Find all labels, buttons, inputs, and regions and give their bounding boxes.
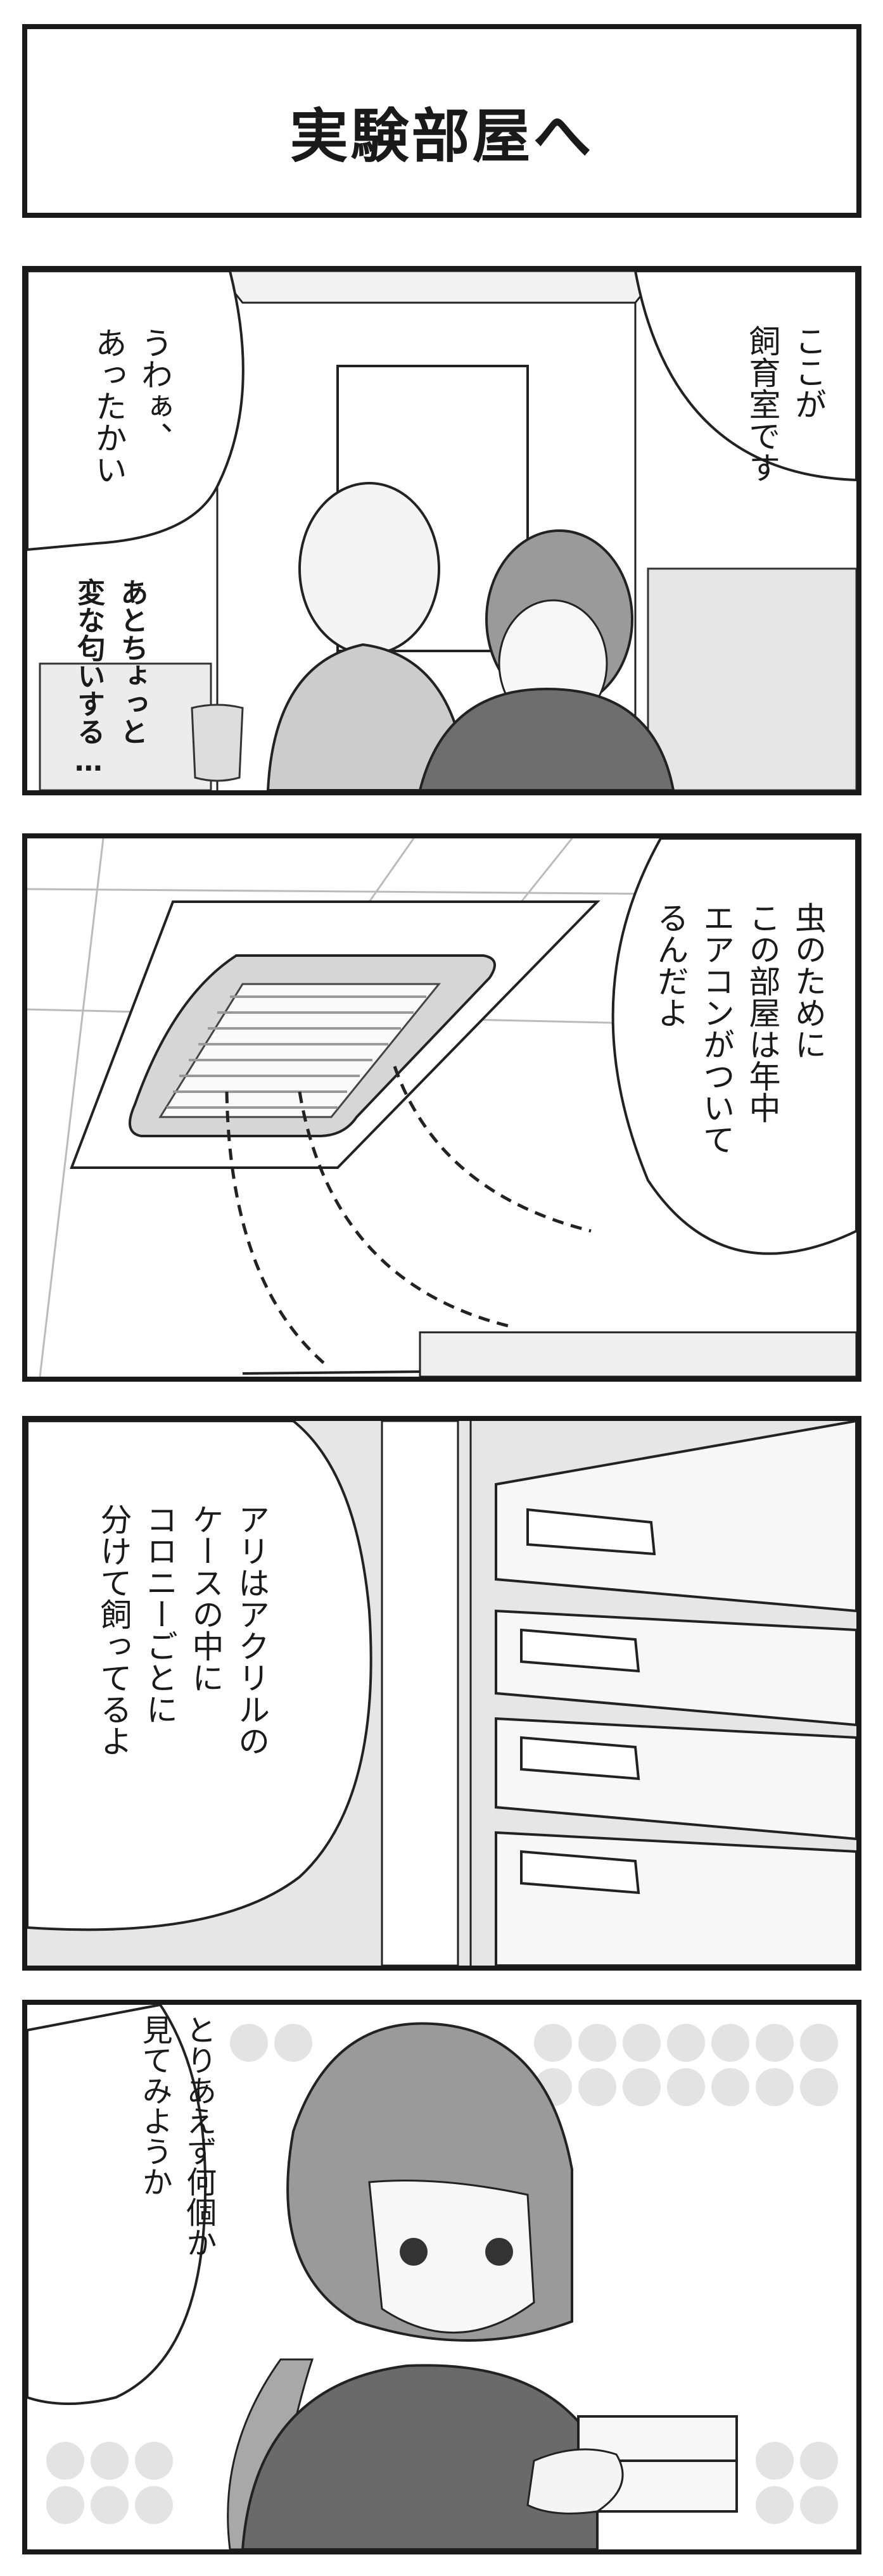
speech-bubble-text: とりあえず何個か 見てみようか [136, 2014, 217, 2257]
panel-acrylic-cases: アリはアクリルの ケースの中に コロニーごとに 分けて飼ってるよ [22, 1416, 861, 1971]
speech-bubble-text: ここが 飼育室です [744, 325, 827, 483]
character-illustration [27, 2005, 838, 2549]
panel-lets-look: とりあえず何個か 見てみようか [22, 2000, 861, 2554]
page-title: 実験部屋へ [289, 103, 594, 170]
panel-air-conditioner: 虫のために この部屋は年中 エアコンがついて るんだよ [22, 833, 861, 1382]
room-illustration [27, 271, 856, 790]
speech-bubble-text: アリはアクリルの ケースの中に コロニーごとに 分けて飼ってるよ [95, 1503, 270, 1757]
monologue-text: あとちょっと 変な匂いする… [72, 578, 148, 778]
panel-breeding-room: ここが 飼育室です うわぁ、 あったかい あとちょっと 変な匂いする… [22, 266, 861, 795]
cases-illustration [27, 1421, 856, 1966]
speech-bubble-text: 虫のために この部屋は年中 エアコンがついて るんだよ [652, 902, 827, 1155]
title-panel: 実験部屋へ [22, 24, 861, 218]
speech-bubble-text: うわぁ、 あったかい [90, 327, 174, 485]
air-conditioner-illustration [27, 838, 856, 1377]
